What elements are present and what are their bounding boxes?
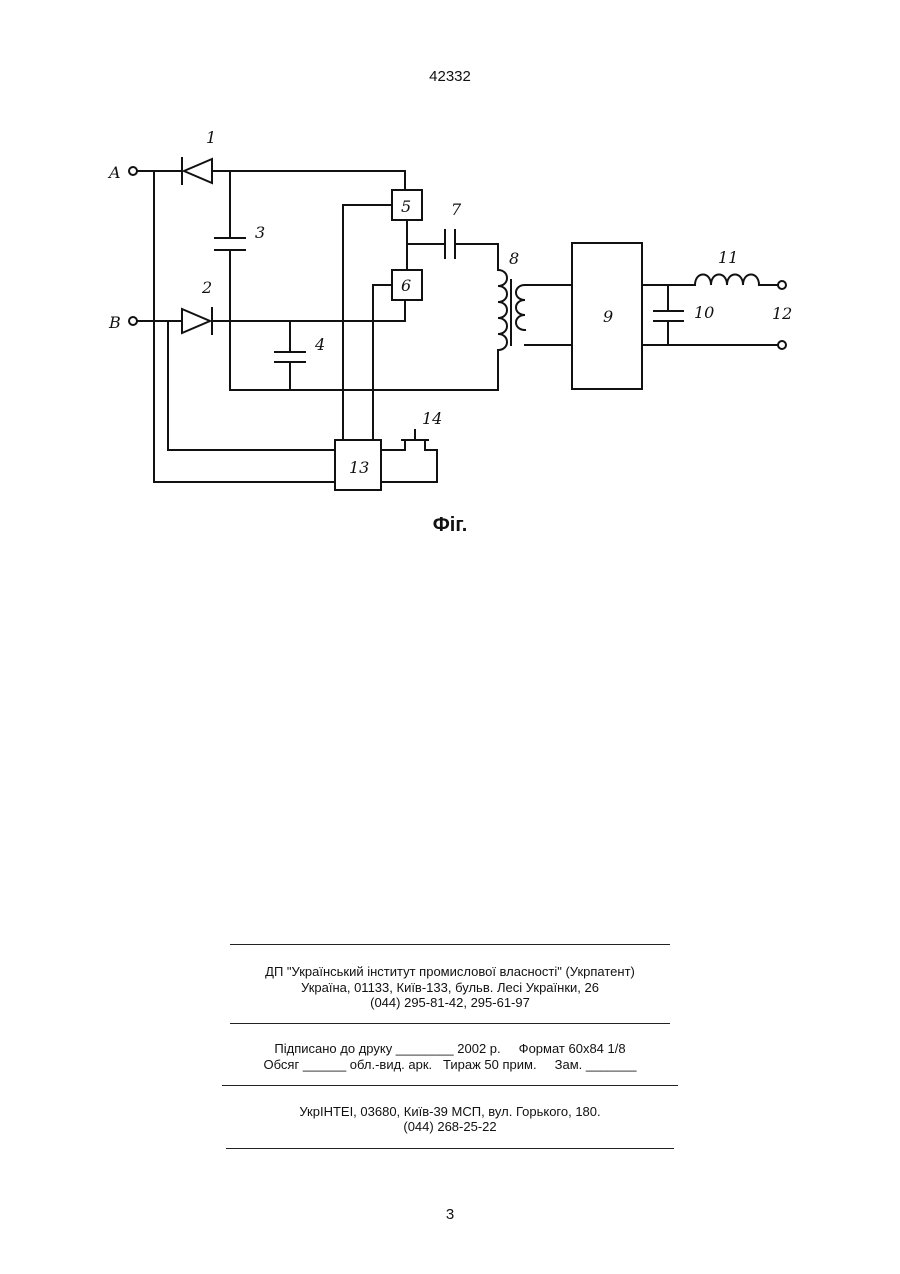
label-3: 3	[255, 223, 265, 242]
divider-3	[222, 1085, 678, 1086]
label-14: 14	[422, 409, 442, 428]
label-terminal-a: A	[107, 163, 121, 182]
label-11: 11	[718, 248, 738, 267]
label-9: 9	[603, 307, 613, 326]
circuit-diagram: A B	[0, 0, 900, 510]
terminal-a	[129, 167, 137, 175]
label-5: 5	[401, 197, 411, 216]
wire-a-top	[212, 171, 405, 188]
label-10: 10	[694, 303, 714, 322]
wire-5-to-13	[343, 205, 392, 440]
label-12: 12	[772, 304, 792, 323]
label-1: 1	[206, 128, 216, 147]
label-terminal-b: B	[108, 313, 121, 332]
wire-b-top	[212, 302, 405, 321]
capacitor-3	[215, 238, 245, 250]
diode-1	[182, 158, 212, 184]
diode-2	[182, 308, 212, 334]
publisher-line-1: ДП "Український інститут промислової вла…	[0, 964, 900, 980]
terminal-b	[129, 317, 137, 325]
figure-caption: Фіг.	[0, 514, 900, 537]
wire-b-to-13	[168, 321, 335, 450]
switch-14	[402, 430, 428, 450]
capacitor-4	[275, 352, 305, 362]
transformer-8-secondary	[516, 285, 525, 330]
inductor-11	[695, 275, 759, 286]
printer-phone: (044) 268-25-22	[0, 1119, 900, 1135]
output-terminal-top	[778, 281, 786, 289]
label-6: 6	[401, 276, 411, 295]
label-13: 13	[349, 458, 369, 477]
label-7: 7	[451, 200, 462, 219]
volume-line: Обсяг ______ обл.-вид. арк. Тираж 50 при…	[0, 1057, 900, 1073]
label-8: 8	[509, 249, 519, 268]
output-terminal-bottom	[778, 341, 786, 349]
publisher-line-2: Україна, 01133, Київ-133, бульв. Лесі Ук…	[0, 980, 900, 996]
divider-2	[230, 1023, 670, 1024]
transformer-8-primary	[498, 270, 507, 350]
label-2: 2	[201, 278, 212, 297]
printer-line: УкрІНТЕІ, 03680, Київ-39 МСП, вул. Горьк…	[0, 1104, 900, 1120]
capacitor-7	[445, 230, 455, 258]
wire-c7-to-8	[455, 244, 498, 270]
wire-14-return	[381, 450, 437, 482]
wire-6-to-13	[373, 285, 392, 440]
page-number: 3	[0, 1206, 900, 1223]
publisher-phone: (044) 295-81-42, 295-61-97	[0, 995, 900, 1011]
capacitor-10	[654, 311, 683, 321]
divider-1	[230, 944, 670, 945]
label-4: 4	[314, 335, 325, 354]
divider-4	[226, 1148, 674, 1149]
signed-line: Підписано до друку ________ 2002 р. Форм…	[0, 1041, 900, 1057]
